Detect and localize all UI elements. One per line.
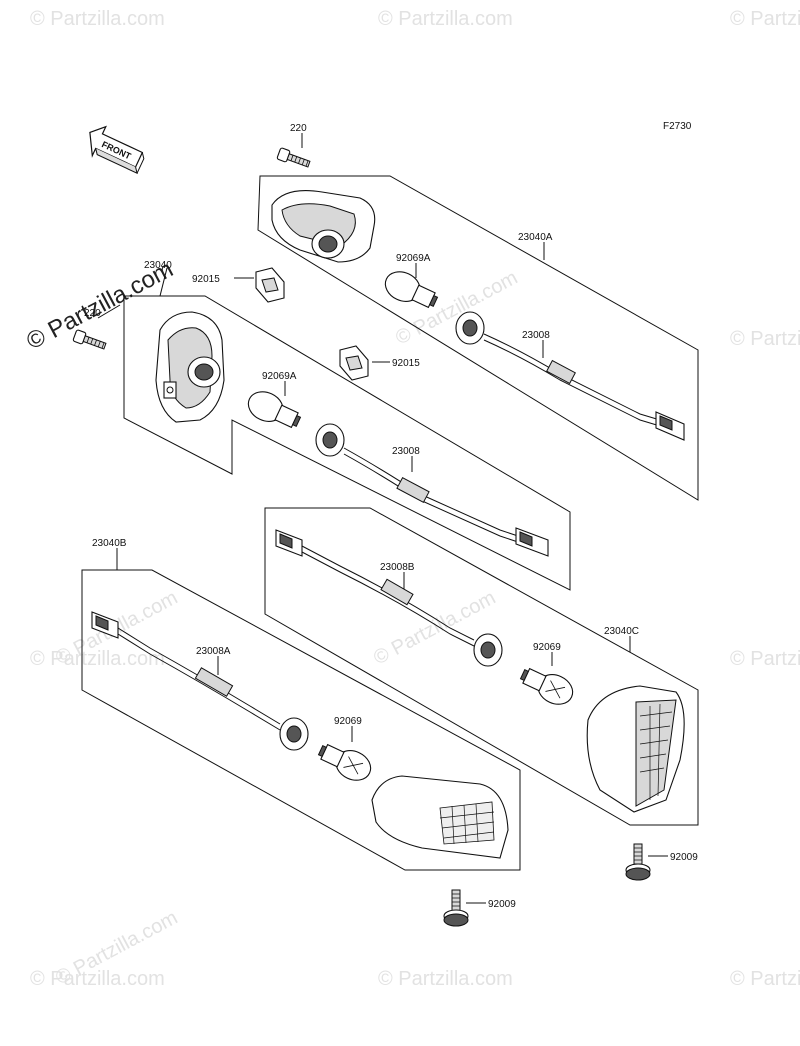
- frame-23040B: [81, 569, 521, 871]
- bulb-rear-right: [519, 667, 574, 705]
- watermark: © Partzilla.com: [730, 968, 800, 990]
- callout-screw-92009-right: 92009: [670, 852, 698, 863]
- screw-92009-left: [443, 889, 469, 927]
- clip-92015-mid: [339, 345, 369, 381]
- callout-bulb-92069-left: 92069: [334, 716, 362, 727]
- callout-socket-23008B: 23008B: [380, 562, 415, 573]
- screw-top: [276, 147, 311, 168]
- callout-bulb-92069A-left: 92069A: [262, 371, 297, 382]
- socket-rear-left: [91, 611, 309, 751]
- front-arrow-icon: FRONT: [89, 125, 145, 175]
- lens-rear-right: [586, 685, 685, 813]
- frame-23040C: [264, 507, 699, 826]
- clip-92015-top: [255, 267, 285, 303]
- watermark: © Partzilla.com: [30, 8, 165, 30]
- watermark: © Partzilla.com: [730, 328, 800, 350]
- bulb-rear-left: [317, 743, 372, 781]
- watermark: © Partzilla.com: [30, 968, 165, 990]
- callout-screw-left: 220: [84, 308, 101, 319]
- callout-socket-23008-right: 23008: [522, 330, 550, 341]
- callout-assy-23040B: 23040B: [92, 538, 127, 549]
- frame-23040A: [257, 175, 699, 501]
- watermark: © Partzilla.com: [378, 8, 513, 30]
- bulb-front-right: [384, 271, 439, 309]
- watermark: © Partzilla.com: [730, 8, 800, 30]
- callout-assy-23040: 23040: [144, 260, 172, 271]
- screw-left: [72, 329, 107, 350]
- callout-clip-92015-top: 92015: [192, 274, 220, 285]
- watermark: © Partzilla.com: [378, 968, 513, 990]
- watermark: © Partzilla.com: [730, 648, 800, 670]
- lens-housing-front-left: [155, 311, 225, 423]
- socket-front-left: [315, 423, 549, 557]
- lens-housing-front-right: [271, 190, 376, 263]
- watermark: © Partzilla.com: [30, 648, 165, 670]
- frame-23040: [123, 295, 571, 591]
- callout-clip-92015-mid: 92015: [392, 358, 420, 369]
- callout-assy-23040C: 23040C: [604, 626, 639, 637]
- callout-socket-23008A: 23008A: [196, 646, 231, 657]
- callout-screw-92009-left: 92009: [488, 899, 516, 910]
- callout-bulb-92069-right: 92069: [533, 642, 561, 653]
- callout-screw-top: 220: [290, 123, 307, 134]
- lens-rear-left: [371, 775, 509, 859]
- leader-lines: [97, 133, 668, 904]
- screw-92009-right: [625, 843, 651, 881]
- socket-rear-right: [275, 529, 503, 667]
- callout-labels: 220 220 23040A 23040 23040B 23040C 92015…: [84, 123, 698, 910]
- bulb-front-left: [247, 391, 302, 429]
- callout-socket-23008-left: 23008: [392, 446, 420, 457]
- callout-assy-23040A: 23040A: [518, 232, 553, 243]
- figure-code: F2730: [663, 121, 692, 132]
- socket-front-right: [455, 311, 685, 441]
- callout-bulb-92069A-right: 92069A: [396, 253, 431, 264]
